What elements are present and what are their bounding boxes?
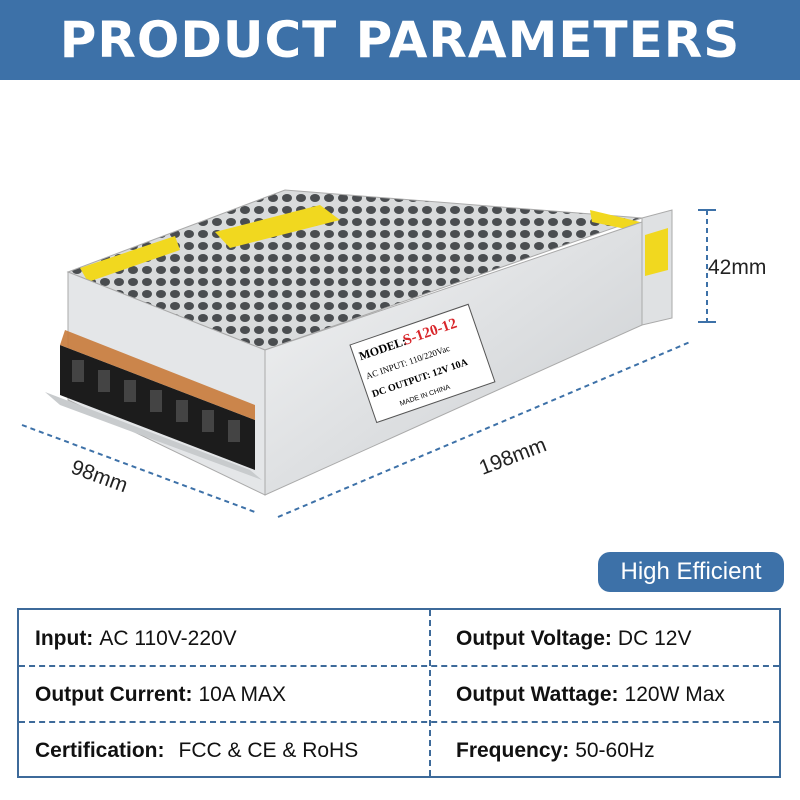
spec-frequency: Frequency:50-60Hz	[456, 739, 655, 762]
high-efficient-badge: High Efficient	[598, 552, 784, 592]
spec-output-voltage: Output Voltage:DC 12V	[456, 627, 692, 650]
power-supply-image: MODEL: S-120-12 AC INPUT: 110/220Vac DC …	[21, 189, 716, 518]
spec-input: Input:AC 110V-220V	[35, 627, 237, 650]
model-label: MODEL: S-120-12 AC INPUT: 110/220Vac DC …	[349, 303, 496, 424]
warning-sticker	[215, 205, 340, 248]
dimension-lines	[21, 209, 716, 518]
spec-table: Input:AC 110V-220V Output Voltage:DC 12V…	[17, 608, 781, 778]
height-dimension: 42mm	[708, 256, 767, 279]
page-title: PRODUCT PARAMETERS	[59, 11, 741, 69]
spec-certification: Certification:FCC & CE & RoHS	[35, 739, 359, 762]
spec-output-wattage: Output Wattage:120W Max	[456, 683, 725, 706]
header-banner: PRODUCT PARAMETERS	[0, 0, 800, 80]
warning-sticker	[80, 236, 180, 282]
spec-output-current: Output Current:10A MAX	[35, 683, 287, 706]
